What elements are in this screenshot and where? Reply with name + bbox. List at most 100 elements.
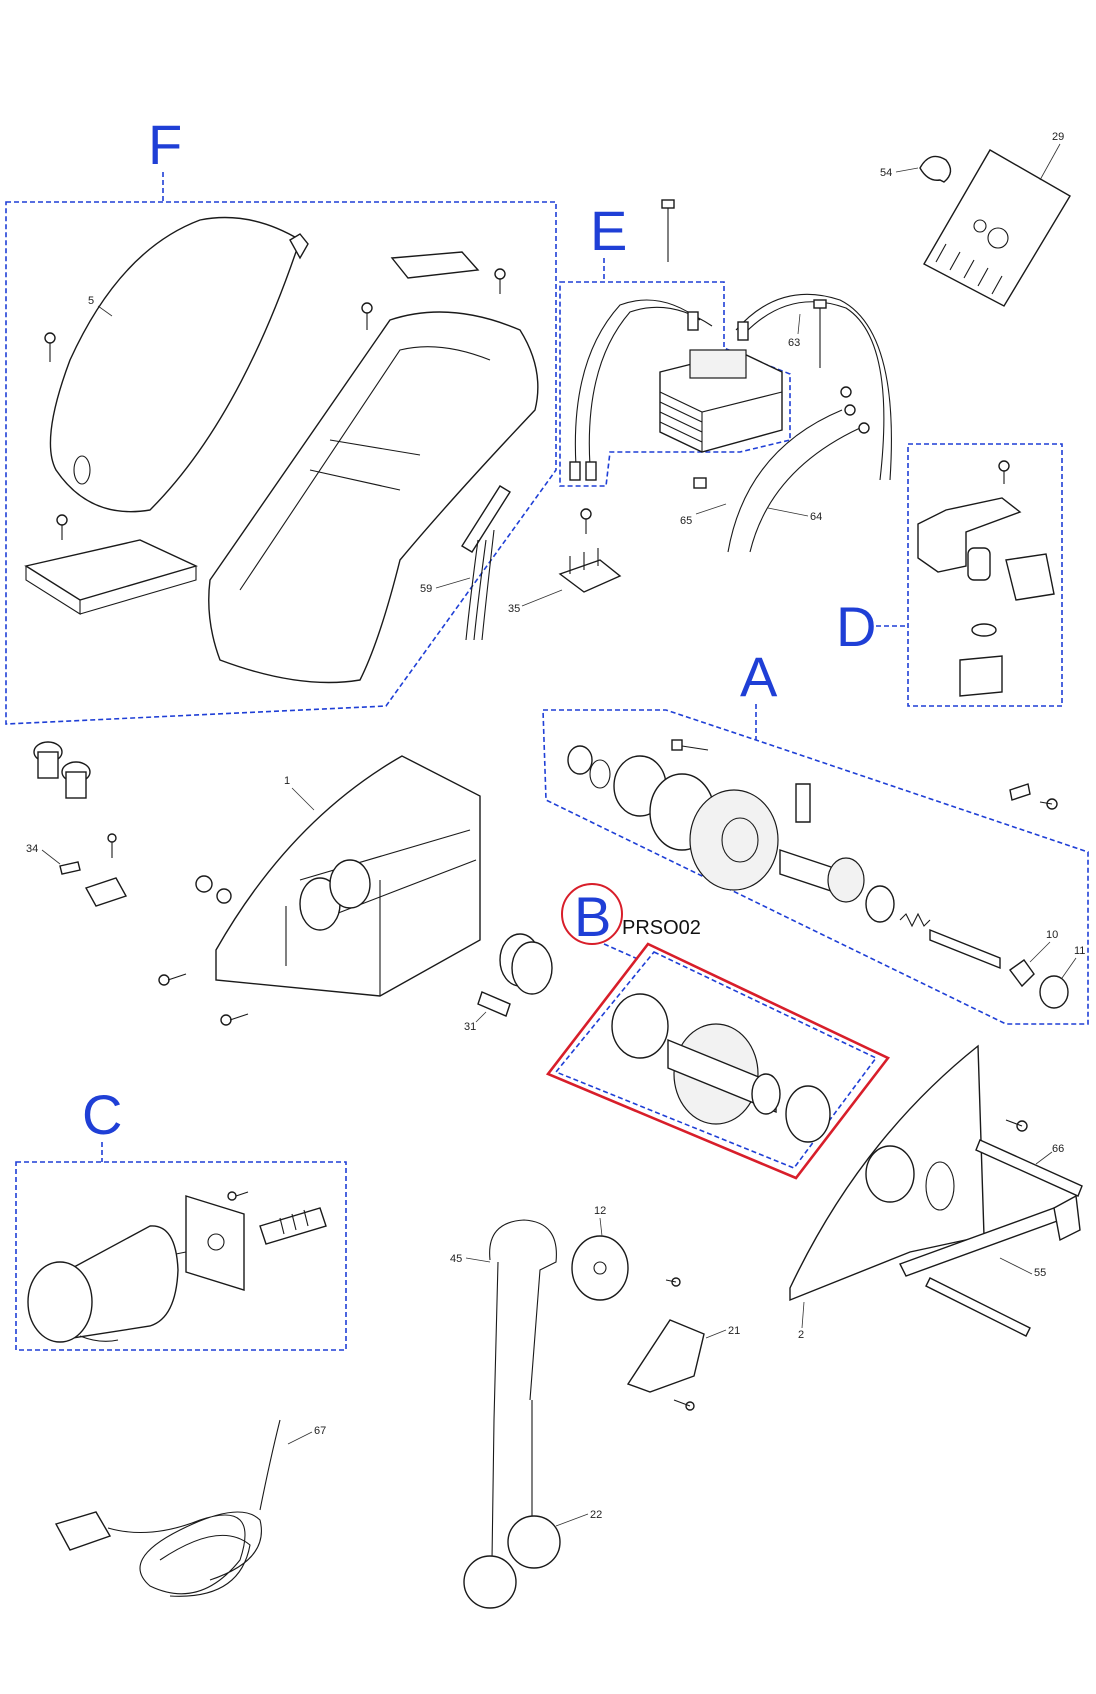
control-card-edge — [25, 566, 197, 615]
main-frame-group[interactable]: 1 34 31 — [26, 741, 553, 1033]
leader-29 — [1039, 143, 1061, 181]
gear-d[interactable] — [959, 655, 1003, 697]
ball-weight-2[interactable] — [507, 1515, 561, 1569]
group-b-red-frame[interactable] — [545, 942, 891, 1180]
group-label-d: D — [836, 595, 876, 658]
part-number-54: 54 — [880, 167, 892, 179]
top-cover[interactable] — [49, 216, 301, 513]
limit-switch-cover[interactable] — [1005, 553, 1055, 601]
part-number-65: 65 — [680, 515, 692, 527]
part-number-45: 45 — [450, 1253, 462, 1265]
wire-64 — [749, 427, 861, 553]
group-f[interactable]: F 5 59 — [5, 113, 557, 725]
cover-plate[interactable] — [390, 251, 480, 279]
bolt-long[interactable] — [925, 1277, 1031, 1337]
washer-d — [971, 623, 997, 637]
part-number-5: 5 — [88, 295, 94, 307]
main-frame-ribs — [285, 829, 477, 996]
pinion-a[interactable] — [827, 857, 865, 903]
pulley-12[interactable] — [571, 1235, 629, 1301]
bearing-a2 — [865, 885, 895, 923]
leader-10 — [1029, 941, 1051, 963]
control-panel-buttons — [935, 243, 1003, 295]
side-plate-bearing — [865, 1145, 915, 1203]
group-a[interactable]: A 10 11 — [542, 645, 1089, 1025]
group-e[interactable]: E 63 64 65 35 — [508, 199, 892, 615]
housing-body[interactable] — [208, 311, 539, 684]
leader-65 — [695, 503, 727, 515]
terminal-strip[interactable] — [461, 485, 511, 553]
key-a — [795, 783, 811, 823]
wire-loop-right-2 — [745, 301, 885, 481]
ball-weight-1[interactable] — [463, 1555, 517, 1609]
capacitor-31[interactable] — [477, 991, 511, 1017]
group-b-highlight-circle — [561, 883, 623, 945]
motor-cable — [79, 1335, 119, 1342]
main-gear[interactable] — [689, 789, 779, 891]
screw-f1 — [44, 332, 56, 362]
group-label-e: E — [590, 199, 627, 262]
part-number-66: 66 — [1052, 1143, 1064, 1155]
bulb-54[interactable] — [919, 155, 952, 183]
motor-flange-hole — [207, 1233, 225, 1251]
group-label-f: F — [148, 113, 182, 176]
pulley-12-hub — [593, 1261, 607, 1275]
bracket-55-arm — [1053, 1194, 1081, 1242]
motor-flange[interactable] — [185, 1195, 245, 1291]
leader-11 — [1061, 957, 1077, 979]
part-number-29: 29 — [1052, 131, 1064, 143]
chain-45[interactable] — [489, 1219, 557, 1421]
group-d[interactable]: D — [836, 443, 1063, 707]
wire-loop-left — [574, 299, 701, 467]
motor-end-cap — [27, 1261, 93, 1343]
power-cord-group[interactable]: 67 — [54, 1419, 326, 1597]
screw-d — [998, 460, 1010, 484]
bracket-21[interactable] — [626, 1319, 705, 1393]
side-plate-group[interactable]: 66 55 2 — [789, 1044, 1083, 1341]
hub-b — [751, 1073, 781, 1115]
ring-b[interactable] — [785, 1085, 831, 1143]
leader-34 — [41, 849, 61, 865]
part-number-22: 22 — [590, 1509, 602, 1521]
control-panel-group[interactable]: 54 29 — [880, 131, 1071, 307]
leader-55 — [999, 1257, 1033, 1275]
nut-10[interactable] — [1009, 959, 1035, 988]
terminal-block-34[interactable] — [84, 877, 128, 907]
leader-5 — [97, 305, 113, 317]
knob-11[interactable] — [1039, 975, 1069, 1009]
part-number-67: 67 — [314, 1425, 326, 1437]
screw-f3 — [494, 268, 506, 294]
group-a-boundary — [542, 709, 1089, 1025]
group-c[interactable]: C — [15, 1083, 347, 1351]
leader-22 — [555, 1513, 589, 1527]
screw-s1 — [1005, 1119, 1028, 1132]
power-plug[interactable] — [54, 1511, 112, 1551]
housing-inner-wall — [239, 346, 491, 591]
worm-screw[interactable] — [259, 1207, 327, 1245]
power-cord-2 — [159, 1534, 251, 1597]
control-card[interactable] — [24, 539, 198, 601]
bearing-b[interactable] — [611, 993, 669, 1059]
rod-66[interactable] — [975, 1139, 1083, 1197]
bolt-a — [671, 739, 709, 751]
screw-21a — [665, 1277, 681, 1287]
wire-65 — [727, 409, 843, 553]
group-e-boundary — [559, 281, 791, 487]
cover-hole — [73, 455, 91, 485]
shaft-b[interactable] — [667, 1038, 777, 1114]
screw-f4 — [56, 514, 68, 540]
group-label-a: A — [740, 645, 778, 708]
screw-e — [580, 508, 592, 534]
transformer-laminations — [659, 391, 783, 452]
limit-switch-bracket[interactable] — [917, 497, 1022, 573]
leader-1 — [291, 787, 315, 811]
group-b[interactable]: B PRSO02 — [545, 883, 891, 1180]
part-number-11: 11 — [1074, 945, 1085, 957]
connector-e2 — [737, 321, 749, 341]
ring-terminal-1 — [840, 386, 852, 398]
bolt-e — [661, 199, 675, 262]
relay-35[interactable] — [558, 559, 622, 593]
power-cord[interactable] — [107, 1419, 281, 1595]
chain-group[interactable]: 45 12 21 22 — [450, 1205, 740, 1609]
